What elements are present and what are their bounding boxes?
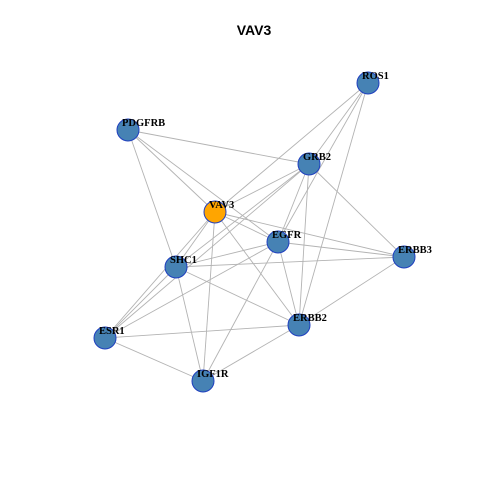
node-igf1r[interactable] bbox=[191, 369, 215, 393]
edge-ros1-vav3 bbox=[214, 82, 369, 213]
edge-erbb3-erbb2 bbox=[298, 256, 405, 326]
node-egfr[interactable] bbox=[266, 230, 290, 254]
node-erbb3[interactable] bbox=[392, 245, 416, 269]
edge-ros1-grb2 bbox=[308, 82, 369, 165]
node-grb2[interactable] bbox=[297, 152, 321, 176]
edge-vav3-erbb2 bbox=[214, 211, 300, 326]
edge-esr1-igf1r bbox=[104, 337, 204, 382]
node-label-egfr: EGFR bbox=[272, 230, 302, 241]
edge-vav3-erbb3 bbox=[214, 211, 405, 258]
edge-vav3-igf1r bbox=[202, 211, 216, 382]
edge-ros1-erbb2 bbox=[298, 82, 369, 326]
node-ros1[interactable] bbox=[356, 71, 380, 95]
edge-pdgfrb-egfr bbox=[127, 129, 279, 243]
node-vav3[interactable] bbox=[203, 200, 227, 224]
node-label-vav3: VAV3 bbox=[209, 200, 234, 211]
edge-pdgfrb-shc1 bbox=[127, 129, 177, 268]
edge-erbb2-igf1r bbox=[202, 324, 300, 382]
node-label-grb2: GRB2 bbox=[303, 152, 331, 163]
edge-esr1-erbb2 bbox=[104, 324, 300, 339]
edge-grb2-vav3 bbox=[214, 163, 310, 213]
edge-egfr-shc1 bbox=[175, 241, 279, 268]
edge-pdgfrb-vav3 bbox=[127, 129, 216, 213]
edge-shc1-erbb2 bbox=[175, 266, 300, 326]
edge-egfr-esr1 bbox=[104, 241, 279, 339]
node-erbb2[interactable] bbox=[287, 313, 311, 337]
edge-grb2-erbb2 bbox=[298, 163, 310, 326]
node-label-ros1: ROS1 bbox=[362, 71, 389, 82]
node-pdgfrb[interactable] bbox=[116, 118, 140, 142]
edge-grb2-esr1 bbox=[104, 163, 310, 339]
edge-grb2-egfr bbox=[277, 163, 310, 243]
node-label-shc1: SHC1 bbox=[170, 255, 197, 266]
edge-shc1-igf1r bbox=[175, 266, 204, 382]
edge-vav3-esr1 bbox=[104, 211, 216, 339]
edge-egfr-erbb3 bbox=[277, 241, 405, 258]
node-label-erbb2: ERBB2 bbox=[293, 313, 327, 324]
edge-shc1-esr1 bbox=[104, 266, 177, 339]
edge-grb2-shc1 bbox=[175, 163, 310, 268]
nodes-layer bbox=[93, 71, 416, 393]
node-label-esr1: ESR1 bbox=[99, 326, 125, 337]
diagram-title: VAV3 bbox=[237, 22, 272, 38]
edge-pdgfrb-grb2 bbox=[127, 129, 310, 165]
edges-layer bbox=[104, 82, 405, 382]
node-label-erbb3: ERBB3 bbox=[398, 245, 432, 256]
edge-egfr-igf1r bbox=[202, 241, 279, 382]
edge-grb2-erbb3 bbox=[308, 163, 405, 258]
node-label-pdgfrb: PDGFRB bbox=[122, 118, 165, 129]
edge-vav3-egfr bbox=[214, 211, 279, 243]
edge-ros1-egfr bbox=[277, 82, 369, 243]
node-esr1[interactable] bbox=[93, 326, 117, 350]
node-label-igf1r: IGF1R bbox=[197, 369, 229, 380]
edge-shc1-erbb3 bbox=[175, 256, 405, 268]
node-shc1[interactable] bbox=[164, 255, 188, 279]
edge-egfr-erbb2 bbox=[277, 241, 300, 326]
